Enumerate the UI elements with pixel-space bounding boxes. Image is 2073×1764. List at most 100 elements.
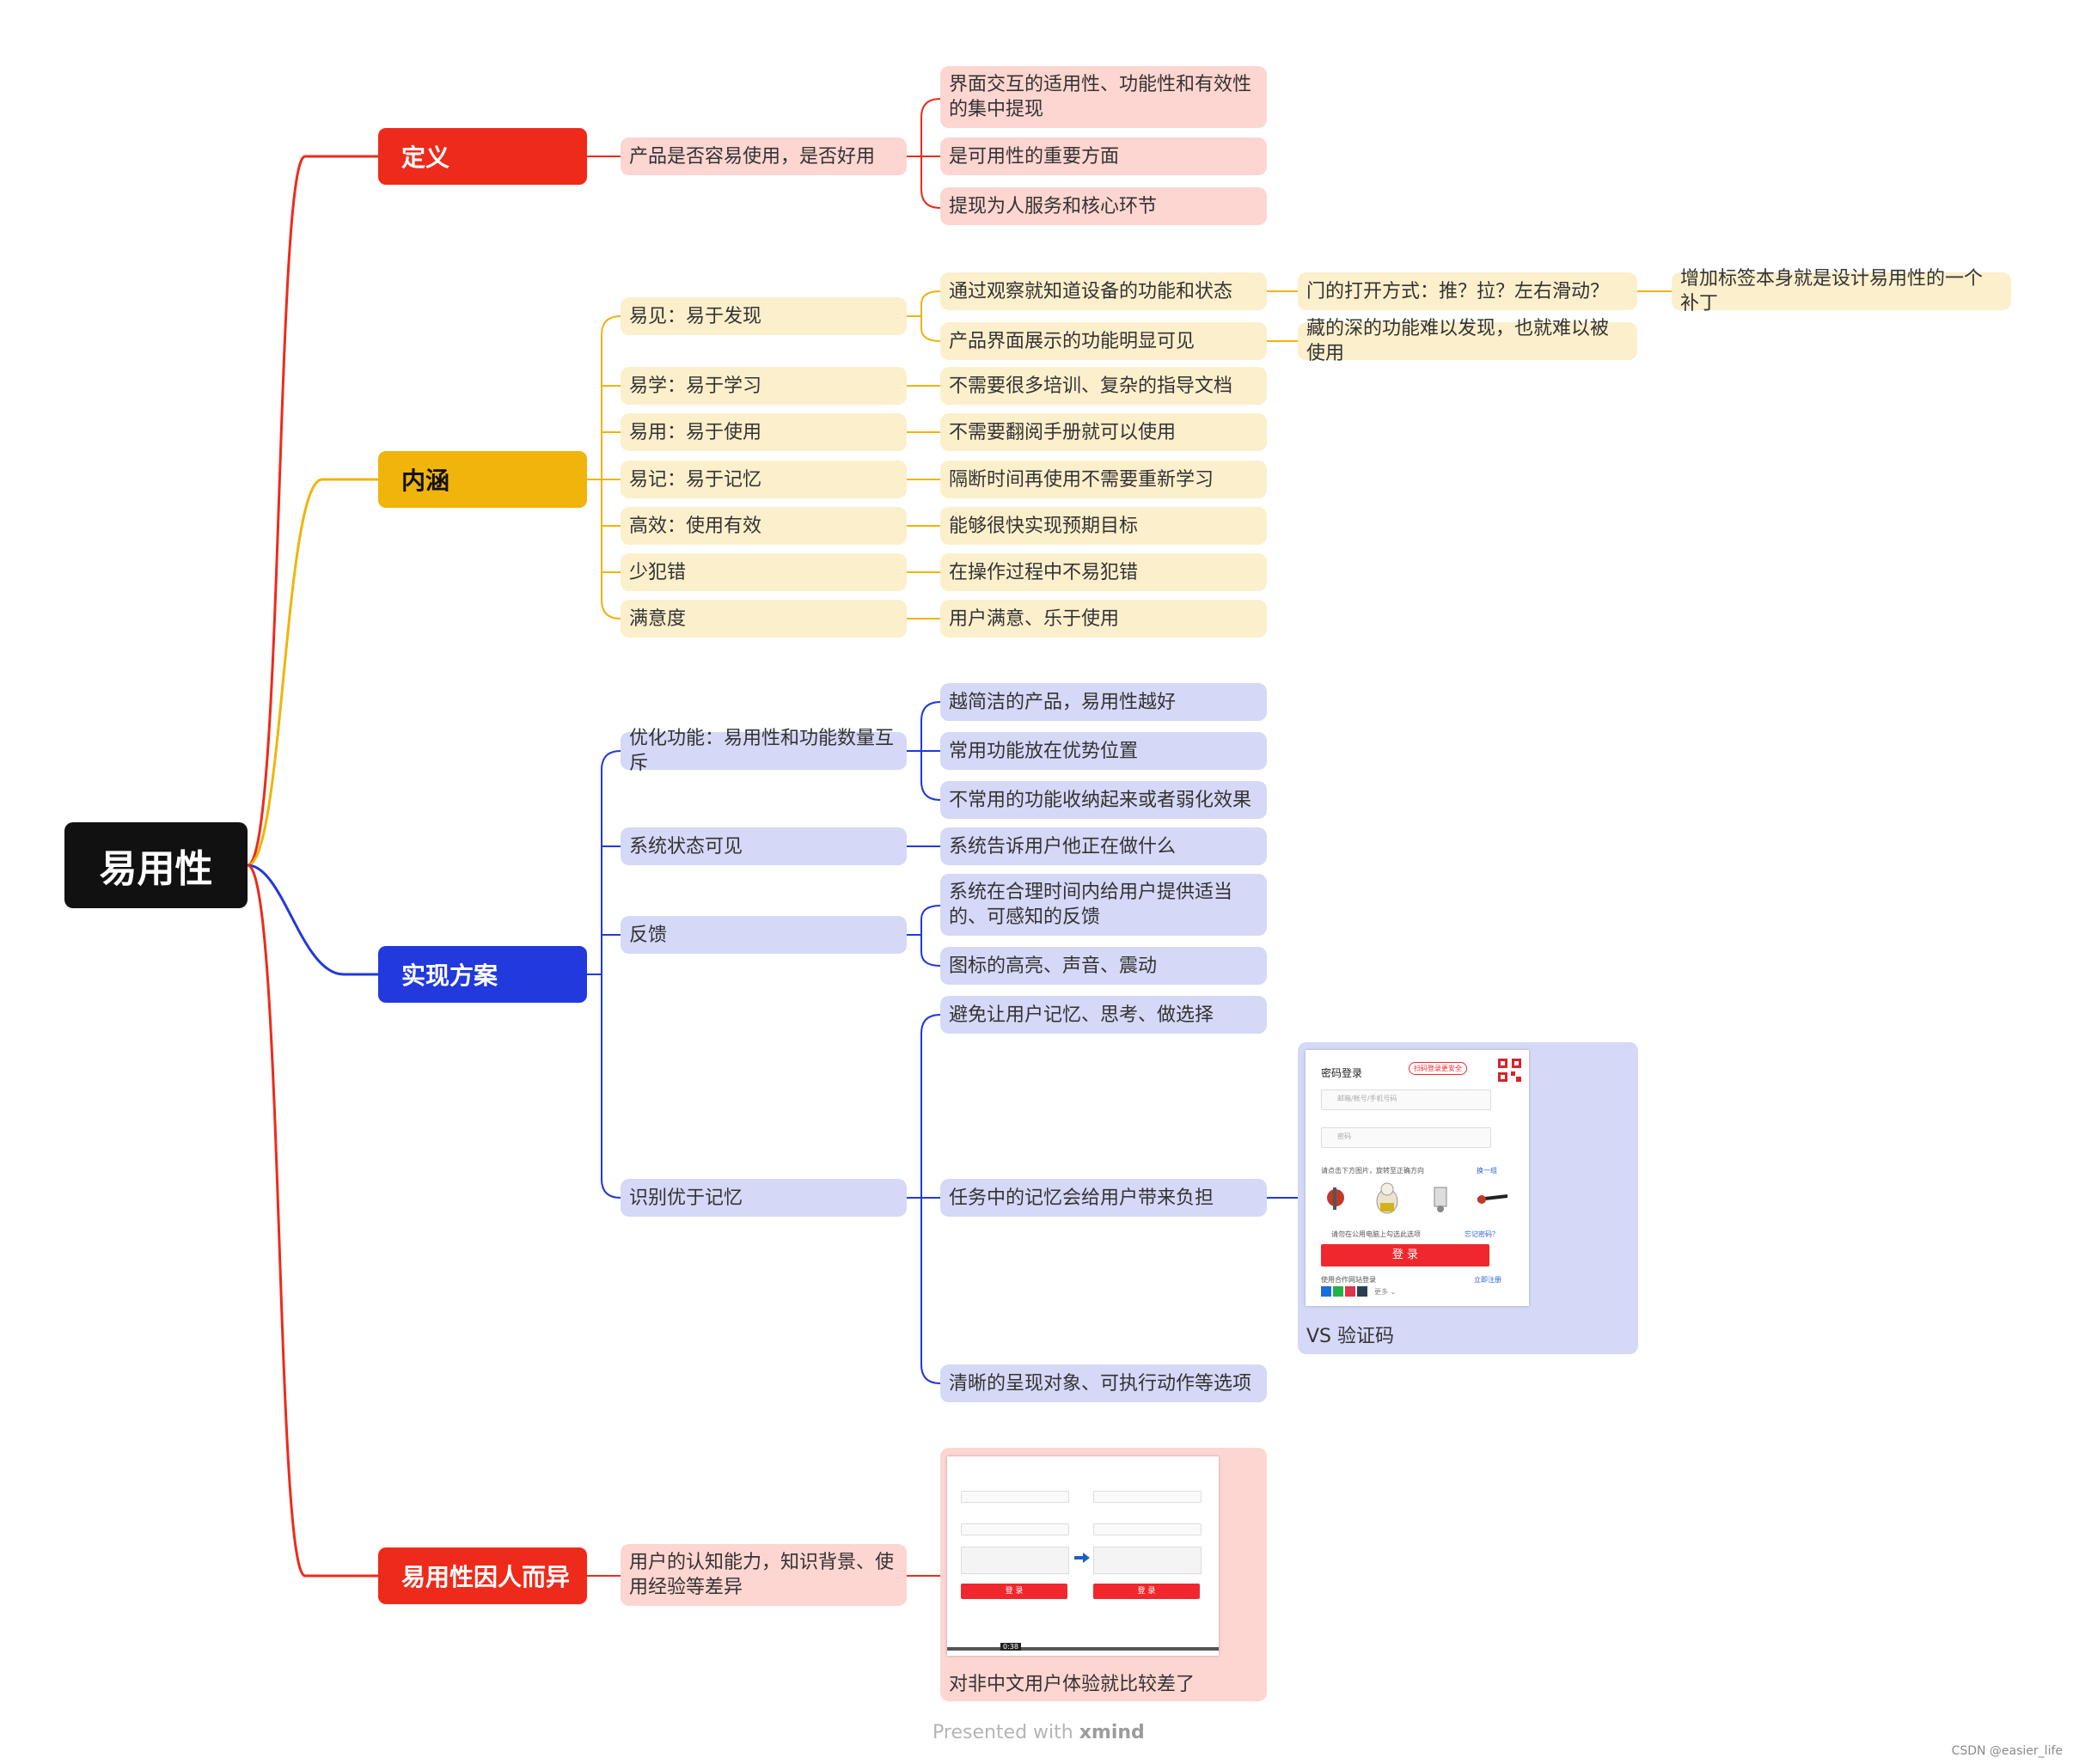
subtopic-recognition[interactable]: 识别优于记忆 xyxy=(621,1179,907,1217)
topic-varies-label: 易用性因人而异 xyxy=(401,1563,571,1591)
topic-definition[interactable]: 定义 xyxy=(378,128,587,185)
leaf-memorable[interactable]: 隔断时间再使用不需要重新学习 xyxy=(940,461,1267,498)
leaf-label: 图标的高亮、声音、震动 xyxy=(949,955,1158,977)
login-button[interactable]: 登 录 xyxy=(1321,1244,1489,1267)
rotate-captcha-images[interactable] xyxy=(1323,1179,1512,1217)
root-topic[interactable]: 易用性 xyxy=(64,822,248,908)
register-link[interactable]: 立即注册 xyxy=(1474,1276,1501,1284)
account-input xyxy=(1093,1491,1202,1503)
subtopic-learnable[interactable]: 易学：易于学习 xyxy=(621,367,907,405)
leaf-door[interactable]: 门的打开方式：推？拉？左右滑动？ xyxy=(1298,272,1637,310)
topic-implementation-label: 实现方案 xyxy=(401,961,498,990)
password-input[interactable]: 密码 xyxy=(1321,1127,1491,1148)
leaf-label: 是可用性的重要方面 xyxy=(949,145,1120,168)
leaf-recognition-3[interactable]: 清晰的呈现对象、可执行动作等选项 xyxy=(940,1364,1267,1402)
leaf-label: 界面交互的适用性、功能性和有效性的集中提现 xyxy=(949,74,1252,120)
partner-icon[interactable] xyxy=(1357,1286,1367,1297)
subtopic-label: 优化功能：易用性和功能数量互斥 xyxy=(629,728,895,774)
leaf-label: 隔断时间再使用不需要重新学习 xyxy=(949,468,1214,491)
account-input xyxy=(961,1491,1069,1503)
leaf-usable[interactable]: 不需要翻阅手册就可以使用 xyxy=(940,413,1267,451)
subtopic-satisfaction[interactable]: 满意度 xyxy=(621,600,907,638)
leaf-feedback-2[interactable]: 图标的高亮、声音、震动 xyxy=(940,947,1267,985)
topic-varies[interactable]: 易用性因人而异 xyxy=(378,1547,587,1604)
password-input xyxy=(961,1523,1069,1535)
video-progress-bar[interactable] xyxy=(947,1647,1219,1651)
subtopic-label: 产品是否容易使用，是否好用 xyxy=(629,145,876,168)
forgot-link[interactable]: 忘记密码？ xyxy=(1465,1230,1499,1238)
qr-code-icon xyxy=(1498,1059,1521,1082)
qr-login-badge: 扫码登录更安全 xyxy=(1409,1062,1467,1075)
leaf-optimize-1[interactable]: 越简洁的产品，易用性越好 xyxy=(940,683,1267,721)
xmind-logo: xmind xyxy=(1079,1722,1145,1743)
leaf-label: 系统告诉用户他正在做什么 xyxy=(949,835,1177,858)
subtopic-label: 易学：易于学习 xyxy=(629,375,762,397)
leaf-label: 藏的深的功能难以发现，也就难以被使用 xyxy=(1306,318,1610,364)
refresh-link[interactable]: 换一组 xyxy=(1477,1167,1497,1175)
leaf-definition-3[interactable]: 提现为人服务和核心环节 xyxy=(940,187,1267,225)
leaf-door-note[interactable]: 增加标签本身就是设计易用性的一个补丁 xyxy=(1672,268,2011,314)
account-input[interactable]: 邮箱/帐号/手机号码 xyxy=(1321,1090,1491,1110)
leaf-label: 不需要翻阅手册就可以使用 xyxy=(949,421,1177,443)
subtopic-status[interactable]: 系统状态可见 xyxy=(621,827,907,865)
subtopic-label: 系统状态可见 xyxy=(629,835,743,858)
leaf-feedback-1[interactable]: 系统在合理时间内给用户提供适当的、可感知的反馈 xyxy=(940,874,1267,936)
more-link[interactable]: 更多 ⌄ xyxy=(1374,1288,1397,1296)
leaf-label: 避免让用户记忆、思考、做选择 xyxy=(949,1004,1214,1026)
leaf-recognition-2[interactable]: 任务中的记忆会给用户带来负担 xyxy=(940,1179,1267,1217)
leaf-label: 提现为人服务和核心环节 xyxy=(949,195,1158,217)
subtopic-label: 易记：易于记忆 xyxy=(629,468,762,491)
password-input xyxy=(1093,1523,1202,1535)
subtopic-label: 少犯错 xyxy=(629,561,687,583)
subtopic-visible[interactable]: 易见：易于发现 xyxy=(621,297,907,335)
leaf-satisfaction[interactable]: 用户满意、乐于使用 xyxy=(940,600,1267,638)
leaf-definition-1[interactable]: 界面交互的适用性、功能性和有效性的集中提现 xyxy=(940,66,1267,128)
subtopic-errors[interactable]: 少犯错 xyxy=(621,553,907,591)
topic-connotation-label: 内涵 xyxy=(401,467,450,495)
leaf-errors[interactable]: 在操作过程中不易犯错 xyxy=(940,553,1267,591)
topic-definition-label: 定义 xyxy=(401,143,450,172)
account-placeholder: 邮箱/帐号/手机号码 xyxy=(1337,1095,1397,1102)
leaf-hidden[interactable]: 藏的深的功能难以发现，也就难以被使用 xyxy=(1298,318,1637,364)
leaf-optimize-3[interactable]: 不常用的功能收纳起来或者弱化效果 xyxy=(940,781,1267,819)
partner-icon[interactable] xyxy=(1321,1286,1331,1297)
topic-implementation[interactable]: 实现方案 xyxy=(378,946,587,1003)
subtopic-varies[interactable]: 用户的认知能力，知识背景、使用经验等差异 xyxy=(621,1544,907,1606)
login-title: 密码登录 xyxy=(1321,1067,1363,1079)
login-button: 登 录 xyxy=(1093,1584,1200,1599)
leaf-recognition-1[interactable]: 避免让用户记忆、思考、做选择 xyxy=(940,996,1267,1034)
image-card-captcha[interactable]: 密码登录 扫码登录更安全 邮箱/帐号/手机号码 密码 请点击下方图片，旋转至正确… xyxy=(1298,1042,1638,1354)
leaf-label: 产品界面展示的功能明显可见 xyxy=(949,330,1195,352)
leaf-status[interactable]: 系统告诉用户他正在做什么 xyxy=(940,827,1267,865)
leaf-label: 能够很快实现预期目标 xyxy=(949,515,1139,537)
subtopic-optimize[interactable]: 优化功能：易用性和功能数量互斥 xyxy=(621,728,907,774)
leaf-definition-2[interactable]: 是可用性的重要方面 xyxy=(940,137,1267,175)
leaf-optimize-2[interactable]: 常用功能放在优势位置 xyxy=(940,732,1267,770)
footer-prefix: Presented with xyxy=(933,1722,1073,1743)
login-button: 登 录 xyxy=(961,1584,1067,1599)
partner-icon[interactable] xyxy=(1333,1286,1343,1297)
leaf-visible-1[interactable]: 通过观察就知道设备的功能和状态 xyxy=(940,272,1267,310)
subtopic-definition[interactable]: 产品是否容易使用，是否好用 xyxy=(621,137,907,175)
partner-icon[interactable] xyxy=(1345,1286,1355,1297)
arrow-right-icon xyxy=(1074,1553,1090,1563)
leaf-label: 任务中的记忆会给用户带来负担 xyxy=(949,1187,1214,1209)
remember-checkbox-label[interactable]: 请勿在公用电脑上勾选此选项 xyxy=(1331,1230,1421,1238)
leaf-visible-2[interactable]: 产品界面展示的功能明显可见 xyxy=(940,322,1267,360)
watermark-credit: CSDN @easier_life xyxy=(1951,1744,2063,1758)
subtopic-feedback[interactable]: 反馈 xyxy=(621,916,907,954)
subtopic-usable[interactable]: 易用：易于使用 xyxy=(621,413,907,451)
leaf-learnable[interactable]: 不需要很多培训、复杂的指导文档 xyxy=(940,367,1267,405)
subtopic-label: 反馈 xyxy=(629,924,668,946)
image-card-comparison[interactable]: 登 录 登 录 0:38 对非中文用户体验就比较差了 xyxy=(940,1448,1267,1701)
subtopic-efficient[interactable]: 高效：使用有效 xyxy=(621,507,907,545)
leaf-label: 不需要很多培训、复杂的指导文档 xyxy=(949,375,1233,397)
subtopic-label: 高效：使用有效 xyxy=(629,515,762,537)
text-captcha-image xyxy=(1093,1547,1202,1574)
login-screenshot: 密码登录 扫码登录更安全 邮箱/帐号/手机号码 密码 请点击下方图片，旋转至正确… xyxy=(1306,1050,1529,1306)
topic-connotation[interactable]: 内涵 xyxy=(378,451,587,508)
video-time: 0:38 xyxy=(1000,1643,1021,1651)
leaf-efficient[interactable]: 能够很快实现预期目标 xyxy=(940,507,1267,545)
subtopic-label: 用户的认知能力，知识背景、使用经验等差异 xyxy=(629,1552,895,1598)
subtopic-memorable[interactable]: 易记：易于记忆 xyxy=(621,461,907,498)
